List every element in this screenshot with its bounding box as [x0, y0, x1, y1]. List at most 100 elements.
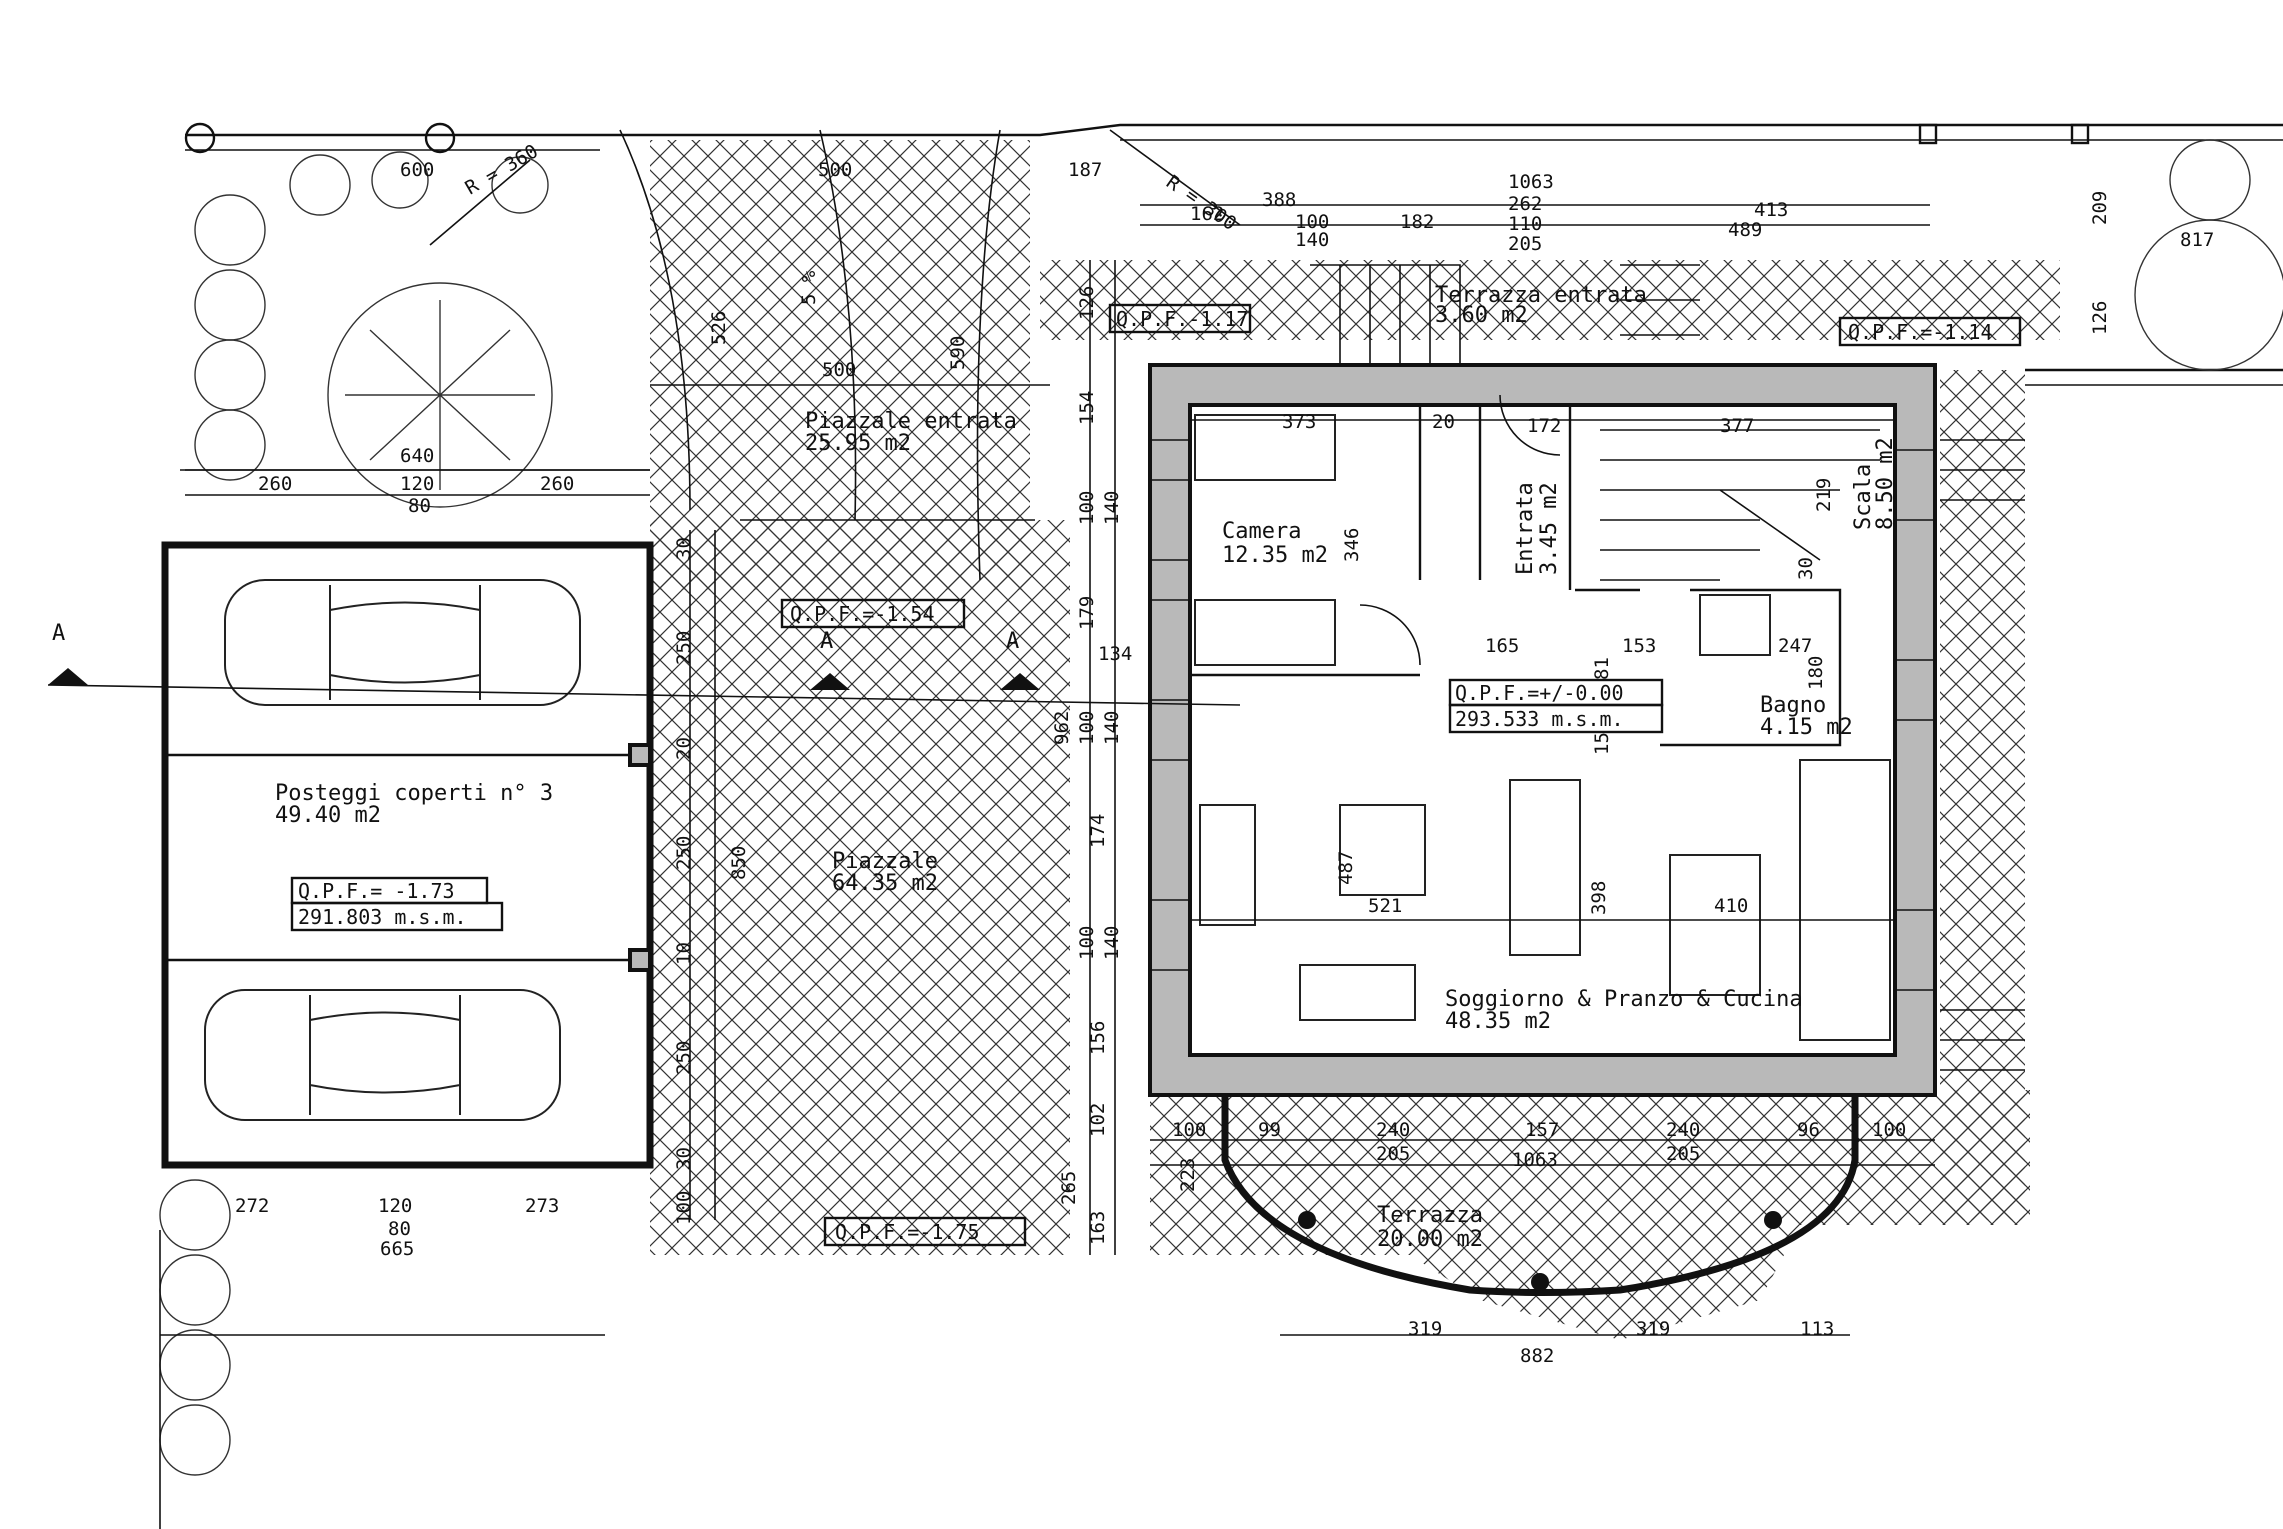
room-terrazza-area: 20.00 m2	[1377, 1227, 1483, 1252]
dimension-label: 373	[1282, 411, 1316, 433]
dimension-label: 319	[1636, 1318, 1670, 1340]
section-marker-right: A	[1006, 629, 1019, 654]
dimension-label: 165	[1485, 635, 1519, 657]
dimension-label: 250	[673, 631, 695, 665]
room-soggiorno-area: 48.35 m2	[1445, 1009, 1551, 1034]
dimension-label: 162	[1190, 203, 1224, 225]
dimension-label: 600	[400, 159, 434, 181]
column-center	[1531, 1273, 1549, 1291]
section-markers: A A A	[47, 621, 1241, 706]
dimension-label: 377	[1720, 415, 1754, 437]
paving-right-strip	[1940, 370, 2025, 1220]
dimension-label: 640	[400, 445, 434, 467]
dimension-label: 100	[1172, 1119, 1206, 1141]
dining-table	[1669, 854, 1761, 996]
room-piazzale-area: 64.35 m2	[832, 871, 938, 896]
dimension-label: 487	[1335, 851, 1357, 885]
dimension-label: 526	[708, 311, 730, 345]
room-garage-area: 49.40 m2	[275, 803, 381, 828]
dim-garage-bottom: 272 120 273 80 665	[235, 1195, 559, 1260]
kitchen-counter	[1799, 759, 1891, 1041]
entrance-steps	[1310, 264, 2025, 1071]
level-house-msm: 293.533 m.s.m.	[1455, 707, 1624, 731]
room-piazzale-entrata-name: Piazzale entrata	[805, 409, 1017, 434]
level-terrazza-entrata: Q.P.F.-1.17	[1116, 307, 1248, 331]
room-soggiorno-name: Soggiorno & Pranzo & Cucina	[1445, 987, 1803, 1012]
sofa-left	[1199, 804, 1256, 926]
dimension-label: 100	[1076, 926, 1098, 960]
dimension-label: 262	[1508, 193, 1542, 215]
dimension-label: 174	[1087, 814, 1109, 848]
level-bottom: Q.P.F.=-1.75	[835, 1220, 980, 1244]
boundary-post-right-2	[2070, 123, 2090, 145]
paving-piazzale	[650, 520, 1070, 1255]
dimension-label: 388	[1262, 189, 1296, 211]
window-left-4	[1150, 899, 1190, 971]
window-left-3	[1150, 699, 1190, 761]
dimension-label: 120	[400, 473, 434, 495]
dimension-label: 247	[1778, 635, 1812, 657]
dimension-label: 398	[1588, 881, 1610, 915]
column-right	[1764, 1211, 1782, 1229]
dimension-label: 113	[1800, 1318, 1834, 1340]
dimension-label: 102	[1087, 1103, 1109, 1137]
dimension-label: 157	[1525, 1119, 1559, 1141]
dimension-label: 850	[728, 846, 750, 880]
room-piazzale-name: Piazzale	[832, 849, 938, 874]
dimension-label: 15	[1591, 732, 1613, 755]
coffee-table	[1339, 804, 1426, 896]
dimension-label: 96	[1797, 1119, 1820, 1141]
dimension-label: 319	[1408, 1318, 1442, 1340]
dimension-label: 100	[1076, 711, 1098, 745]
dimension-label: 179	[1076, 596, 1098, 630]
room-scala-area: 8.50 m2	[1873, 437, 1898, 530]
dimension-label: 240	[1376, 1119, 1410, 1141]
room-piazzale-entrata-area: 25.95 m2	[805, 431, 911, 456]
dimension-label: 272	[235, 1195, 269, 1217]
dimension-label: 30	[673, 537, 695, 560]
dimension-label: 163	[1087, 1211, 1109, 1245]
armchair	[1299, 964, 1416, 1021]
dimension-label: 962	[1051, 711, 1073, 745]
dimension-label: 205	[1376, 1143, 1410, 1165]
level-piazzale: Q.P.F.=-1.54	[790, 602, 935, 626]
interior-wall-entrata	[1568, 405, 1640, 592]
room-camera-name: Camera	[1222, 519, 1301, 544]
dimension-label: 140	[1101, 491, 1123, 525]
dimension-label: 205	[1508, 233, 1542, 255]
terrazza-front	[1221, 1095, 1859, 1296]
bed-top	[1194, 414, 1336, 481]
dimension-label: 500	[818, 159, 852, 181]
paving-piazzale-entrata	[650, 140, 1030, 590]
boundary-post-right-1	[1918, 123, 1938, 145]
dimension-label: 100	[1872, 1119, 1906, 1141]
room-bagno-name: Bagno	[1760, 693, 1826, 718]
tree-large	[327, 282, 553, 508]
dimension-label: 882	[1520, 1345, 1554, 1367]
level-right: Q.P.F.=-1.14	[1848, 320, 1993, 344]
dimension-label: 134	[1098, 643, 1132, 665]
dimension-label: 140	[1101, 926, 1123, 960]
dim-terrace-front: 100 99 240 157 240 96 100 205 1063 205	[1172, 1119, 1906, 1171]
shower	[1699, 594, 1771, 656]
dimension-label: 20	[1432, 411, 1455, 433]
room-labels: Posteggi coperti n° 3 49.40 m2 Piazzale …	[275, 283, 1898, 1252]
room-camera-area: 12.35 m2	[1222, 543, 1328, 568]
dimension-label: 156	[1087, 1021, 1109, 1055]
dimension-label: 154	[1076, 391, 1098, 425]
dimension-label: 180	[1805, 656, 1827, 690]
boundary-post-left	[184, 122, 216, 154]
dimension-label: 140	[1295, 229, 1329, 251]
dimension-label: 1063	[1512, 1149, 1558, 1171]
dimension-lines	[180, 204, 1935, 1336]
dimension-label: 240	[1666, 1119, 1700, 1141]
room-terrazza-entrata-area: 3.60 m2	[1435, 303, 1528, 328]
dimension-label: 81	[1591, 657, 1613, 680]
room-terrazza-name: Terrazza	[1377, 1203, 1483, 1228]
dimension-label: 126	[2089, 301, 2111, 335]
room-scala-name: Scala	[1851, 464, 1876, 530]
sofa-right	[1509, 779, 1581, 956]
dimension-label: 250	[673, 1041, 695, 1075]
dimension-label: 205	[1666, 1143, 1700, 1165]
